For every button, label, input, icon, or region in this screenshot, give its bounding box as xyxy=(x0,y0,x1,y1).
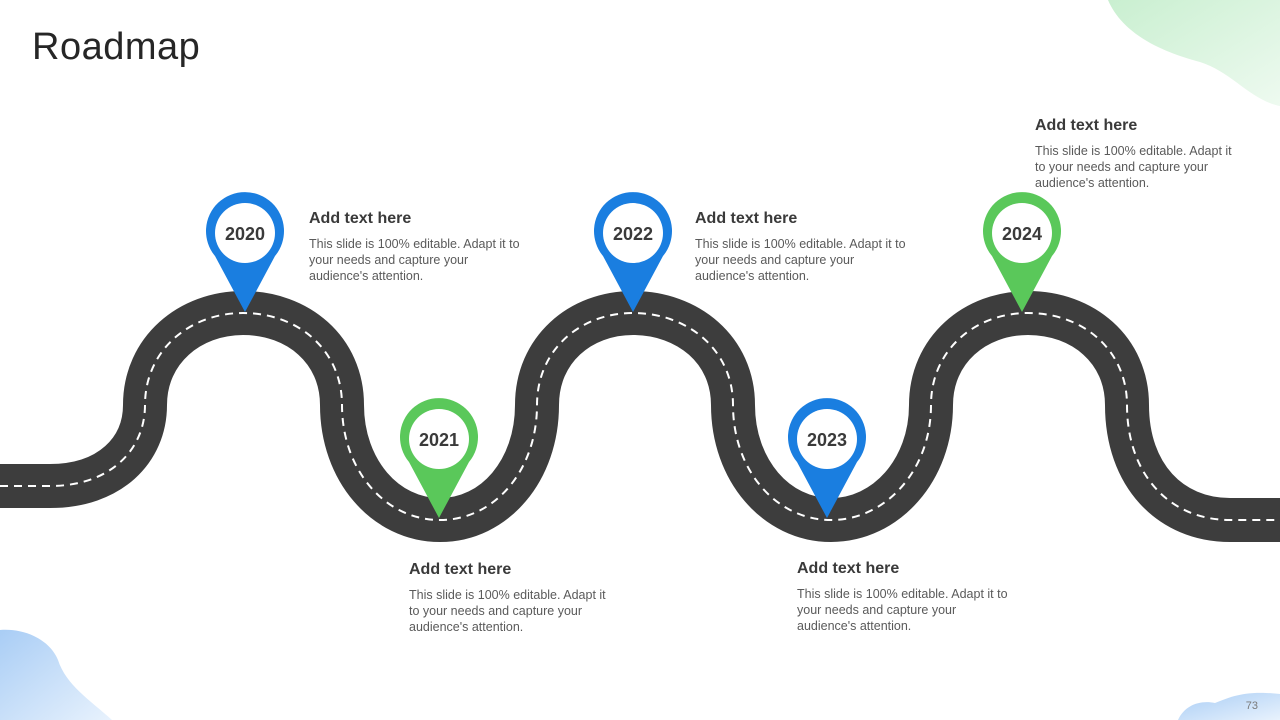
pin-2024: 2024 xyxy=(982,192,1061,312)
milestone-2020-body: This slide is 100% editable. Adapt it to… xyxy=(309,237,520,283)
pin-2021-year: 2021 xyxy=(419,430,459,450)
pin-2023: 2023 xyxy=(788,398,866,518)
road-center-dashes xyxy=(0,311,1280,522)
corner-blob-bottom-left xyxy=(0,629,112,720)
milestone-2024-text: Add text here This slide is 100% editabl… xyxy=(1035,117,1243,191)
pin-2021: 2021 xyxy=(400,398,479,518)
road xyxy=(0,291,1280,542)
pin-2022: 2022 xyxy=(594,192,672,312)
page-title: Roadmap xyxy=(32,26,201,68)
pin-2022-year: 2022 xyxy=(613,224,653,244)
milestone-2020-heading: Add text here xyxy=(309,210,412,227)
milestone-2021-heading: Add text here xyxy=(409,561,512,578)
milestone-2021-body: This slide is 100% editable. Adapt it to… xyxy=(409,588,606,634)
milestone-2023-heading: Add text here xyxy=(797,560,900,577)
milestone-2024-heading: Add text here xyxy=(1035,117,1138,134)
milestone-2021-text: Add text here This slide is 100% editabl… xyxy=(409,561,614,635)
milestone-2022-body: This slide is 100% editable. Adapt it to… xyxy=(695,237,906,283)
page-number: 73 xyxy=(1245,700,1258,712)
corner-blob-bottom-right xyxy=(1178,692,1280,720)
milestone-2022-heading: Add text here xyxy=(695,210,798,227)
milestone-2022-text: Add text here This slide is 100% editabl… xyxy=(695,210,910,284)
pin-2024-year: 2024 xyxy=(1002,224,1042,244)
milestone-2024-body: This slide is 100% editable. Adapt it to… xyxy=(1035,144,1232,190)
pin-2023-year: 2023 xyxy=(807,430,847,450)
pin-2020-year: 2020 xyxy=(225,224,265,244)
corner-blob-top-right xyxy=(1108,0,1280,106)
milestone-2020-text: Add text here This slide is 100% editabl… xyxy=(309,210,524,284)
pin-2020: 2020 xyxy=(206,192,284,312)
milestone-2023-text: Add text here This slide is 100% editabl… xyxy=(797,560,1012,634)
milestone-2023-body: This slide is 100% editable. Adapt it to… xyxy=(797,587,1008,633)
